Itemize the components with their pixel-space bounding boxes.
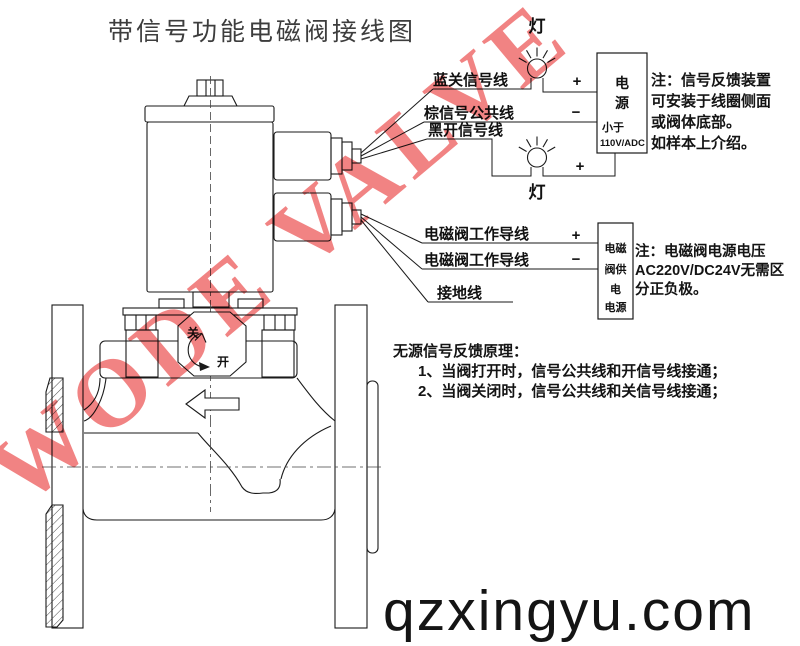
supply-note-line1: 注：电磁阀电源电压 — [635, 244, 766, 260]
power-box-line3: 小于 — [601, 120, 624, 134]
supply-box-line2: 阀供 — [605, 262, 627, 276]
minus-sign-top: − — [572, 104, 581, 121]
supply-note-line3: 分正负极。 — [635, 282, 708, 298]
wire-label-blue-close: 蓝关信号线 — [433, 71, 508, 89]
plus-sign-supply: + — [572, 227, 581, 244]
bonnet-nut-right — [263, 314, 296, 331]
bonnet-nut-left — [124, 314, 157, 331]
supply-note: 注：电磁阀电源电压 AC220V/DC24V无需区 分正负极。 — [635, 243, 800, 300]
lamp-top-label: 灯 — [529, 17, 546, 36]
solenoid-supply-box: 电磁 阀供 电 电源 — [597, 222, 634, 320]
signal-note-line4: 如样本上介绍。 — [651, 135, 757, 152]
signal-circuit-lines — [360, 78, 616, 177]
coil-body — [146, 121, 274, 293]
valve-orifice-octagon — [177, 311, 247, 377]
supply-box-line3: 电 — [610, 282, 621, 296]
left-flange-hatch-upper — [45, 377, 64, 433]
section-break-curve — [197, 432, 281, 495]
power-box-line1: 电 — [615, 75, 629, 91]
coil-cap — [144, 105, 275, 123]
left-flange — [51, 304, 84, 629]
wire-label-ground: 接地线 — [437, 284, 482, 302]
solenoid-coil — [144, 76, 362, 296]
lamp-top-icon — [518, 47, 556, 79]
cable-gland-lower — [273, 192, 362, 242]
coil-top-bolt — [196, 79, 224, 97]
flow-arrow-icon — [185, 388, 240, 420]
lamp-bottom-icon — [518, 136, 556, 168]
signal-note-line2: 可安装于线圈侧面 — [651, 93, 772, 110]
valve-open-label: 开 — [217, 355, 229, 369]
supply-circuit-lines — [360, 213, 598, 303]
signal-note: 注：信号反馈装置 可安装于线圈侧面 或阀体底部。 如样本上介绍。 — [651, 70, 800, 154]
signal-note-line3: 或阀体底部。 — [651, 114, 742, 131]
supply-note-line2: AC220V/DC24V无需区 — [635, 263, 785, 279]
wire-label-work-pos: 电磁阀工作导线 — [424, 225, 529, 243]
wire-label-black-open: 黑开信号线 — [428, 121, 503, 139]
principle-item-1: 1、当阀打开时，信号公共线和开信号线接通； — [418, 363, 727, 380]
website-watermark: qzxingyu.com — [383, 579, 756, 643]
plus-sign-top: + — [573, 73, 582, 90]
plus-sign-bottom: + — [576, 158, 585, 175]
principle-item-2: 2、当阀关闭时，信号公共线和关信号线接通； — [418, 383, 727, 400]
power-box-line2: 源 — [615, 95, 629, 111]
right-flange — [334, 304, 368, 629]
page-title: 带信号功能电磁阀接线图 — [108, 19, 417, 46]
principle-heading: 无源信号反馈原理： — [393, 343, 529, 360]
power-box-voltage: 110V/ADC — [600, 138, 645, 149]
cable-gland-upper — [273, 131, 362, 181]
signal-power-box: 电 源 小于 110V/ADC — [596, 52, 648, 154]
supply-box-line1: 电磁 — [605, 241, 627, 255]
signal-note-line1: 注：信号反馈装置 — [651, 72, 772, 89]
supply-box-line4: 电源 — [605, 300, 627, 314]
left-flange-hatch-lower — [45, 504, 64, 628]
wire-label-brown-common: 棕信号公共线 — [424, 104, 514, 122]
valve-body-drawing — [42, 291, 384, 629]
rotation-arrow-icon — [187, 332, 210, 371]
lamp-bottom-label: 灯 — [529, 183, 546, 202]
wire-label-work-neg: 电磁阀工作导线 — [424, 251, 529, 269]
feedback-principle: 无源信号反馈原理： 1、当阀打开时，信号公共线和开信号线接通； 2、当阀关闭时，… — [393, 342, 726, 402]
valve-close-label: 关 — [187, 325, 199, 340]
minus-sign-supply: − — [572, 251, 581, 268]
